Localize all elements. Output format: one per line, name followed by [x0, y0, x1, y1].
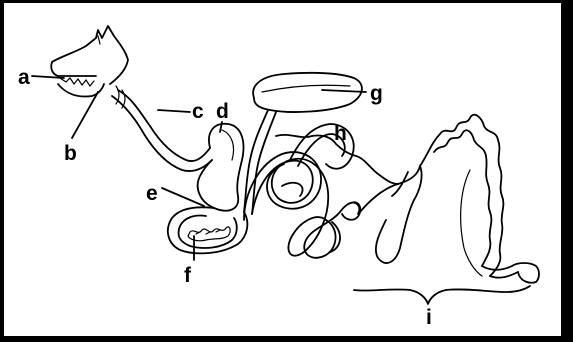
large-intestine-bracket [354, 286, 530, 304]
label-c: c [192, 100, 204, 123]
label-f: f [184, 264, 192, 287]
label-g: g [370, 82, 383, 105]
label-e: e [146, 182, 158, 205]
label-d: d [216, 100, 229, 123]
label-i: i [426, 306, 432, 329]
label-h: h [334, 122, 347, 145]
stomach [198, 124, 244, 211]
pointer-g [322, 90, 366, 92]
pointer-b [72, 92, 98, 138]
pointer-c [158, 110, 190, 112]
label-b: b [64, 142, 77, 165]
liver [253, 73, 362, 112]
large-intestine [360, 115, 539, 283]
animal-head [51, 26, 128, 108]
label-a: a [18, 66, 30, 89]
